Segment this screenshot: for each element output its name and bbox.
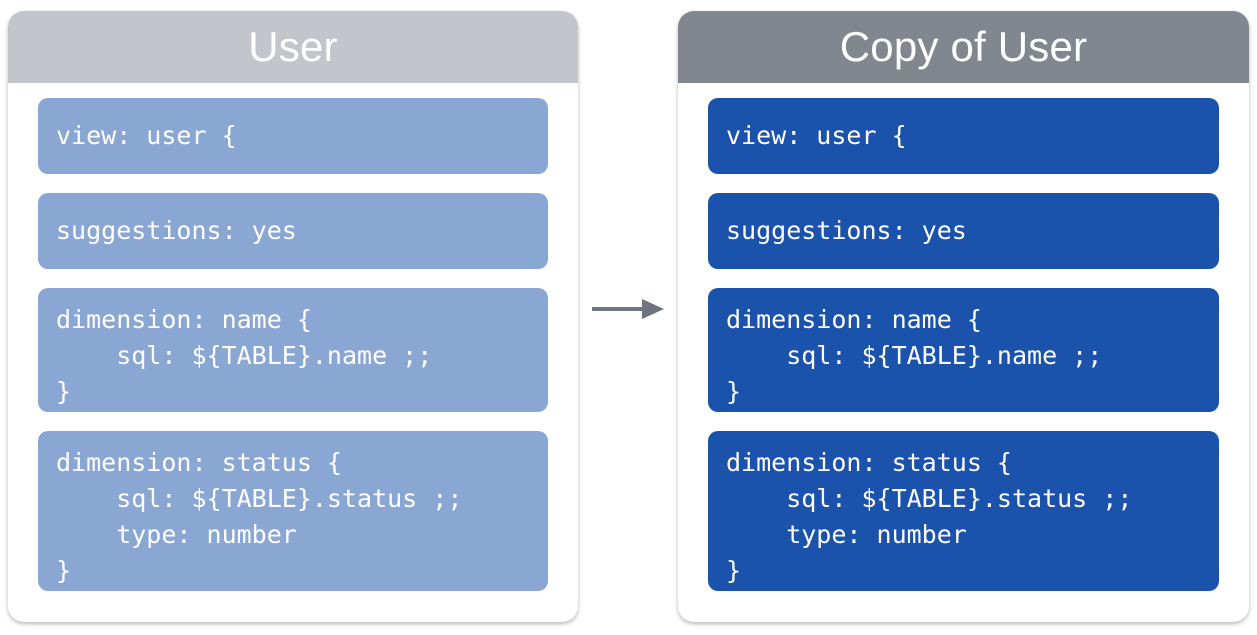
- code-block-dimension-name[interactable]: dimension: name { sql: ${TABLE}.name ;; …: [38, 288, 548, 412]
- panel-source-title: User: [248, 23, 338, 70]
- panel-copy-of-user: Copy of User view: user { suggestions: y…: [678, 11, 1249, 622]
- panel-source-body: view: user { suggestions: yes dimension:…: [8, 83, 578, 622]
- code-block-view-declaration[interactable]: view: user {: [708, 98, 1219, 174]
- panel-source-header: User: [8, 11, 578, 83]
- panel-copy-title: Copy of User: [839, 23, 1088, 70]
- code-block-view-declaration[interactable]: view: user {: [38, 98, 548, 174]
- panel-copy-body: view: user { suggestions: yes dimension:…: [678, 83, 1249, 622]
- panel-copy-header: Copy of User: [678, 11, 1249, 83]
- arrow-right-icon: [592, 295, 664, 323]
- code-block-dimension-name[interactable]: dimension: name { sql: ${TABLE}.name ;; …: [708, 288, 1219, 412]
- code-block-dimension-status[interactable]: dimension: status { sql: ${TABLE}.status…: [708, 431, 1219, 591]
- code-block-suggestions-parameter[interactable]: suggestions: yes: [38, 193, 548, 269]
- panel-source-user: User view: user { suggestions: yes dimen…: [8, 11, 578, 622]
- code-block-dimension-status[interactable]: dimension: status { sql: ${TABLE}.status…: [38, 431, 548, 591]
- code-block-suggestions-parameter[interactable]: suggestions: yes: [708, 193, 1219, 269]
